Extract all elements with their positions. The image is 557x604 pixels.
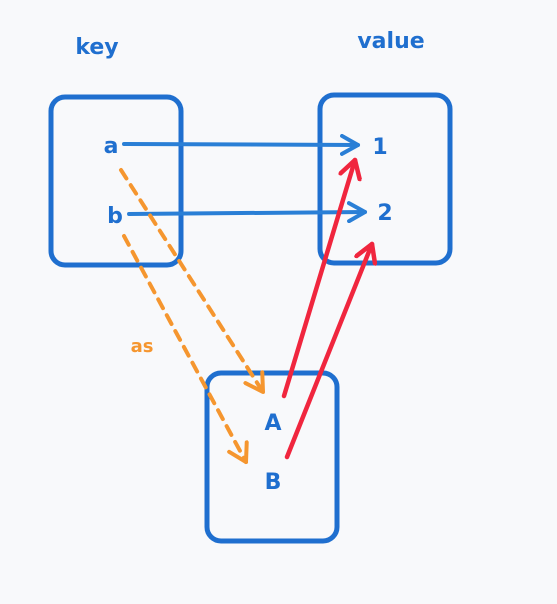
alias-caption: as [131,336,154,357]
key-box [48,94,184,268]
arrow-a-to-1 [122,133,360,156]
arrow-B-to-2 [284,241,372,460]
arrow-b-to-2 [127,201,367,224]
arrow-A-to-1 [281,157,355,399]
key-header: key [75,35,118,60]
arrow-b-to-B [122,234,249,464]
alias-box [204,370,340,544]
alias-item-A: A [264,411,281,436]
arrow-a-to-A [119,168,265,394]
value-item-1: 1 [372,135,387,160]
value-item-2: 2 [377,201,392,226]
alias-item-B: B [265,470,282,495]
value-header: value [357,29,424,54]
key-item-a: a [104,134,119,159]
value-box [317,92,453,266]
key-item-b: b [107,204,123,229]
